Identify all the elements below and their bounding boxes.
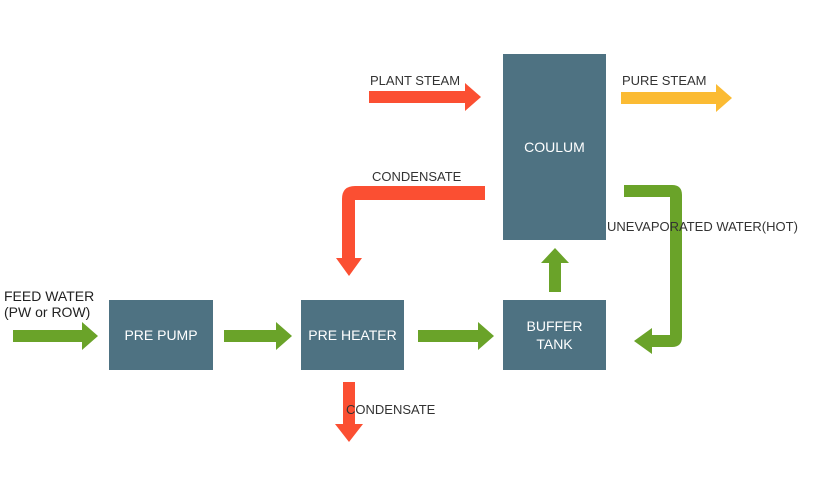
- pure-steam-label: PURE STEAM: [622, 73, 707, 88]
- unevaporated-water-arrow: [624, 185, 682, 354]
- plant-steam-arrow: [369, 83, 481, 111]
- condensate-out-arrow: [335, 382, 363, 442]
- condensate-return-label: CONDENSATE: [372, 169, 462, 184]
- condensate-out-label: CONDENSATE: [346, 402, 436, 417]
- pump-to-heater-arrow: [224, 322, 292, 350]
- feed-water-label: FEED WATER (PW or ROW): [4, 288, 95, 320]
- tank-to-column-arrow: [541, 248, 569, 292]
- condensate-return-arrow: [336, 186, 485, 276]
- plant-steam-label: PLANT STEAM: [370, 73, 461, 88]
- heater-to-tank-arrow: [418, 322, 494, 350]
- pure-steam-arrow: [621, 84, 732, 112]
- buffer-tank-box: BUFFER TANK: [503, 300, 606, 370]
- feed-water-arrow: [13, 322, 98, 350]
- pre-pump-box: PRE PUMP: [109, 300, 213, 370]
- column-box: COULUM: [503, 54, 606, 240]
- unevaporated-water-label: UNEVAPORATED WATER(HOT): [607, 219, 798, 234]
- pre-heater-box: PRE HEATER: [301, 300, 404, 370]
